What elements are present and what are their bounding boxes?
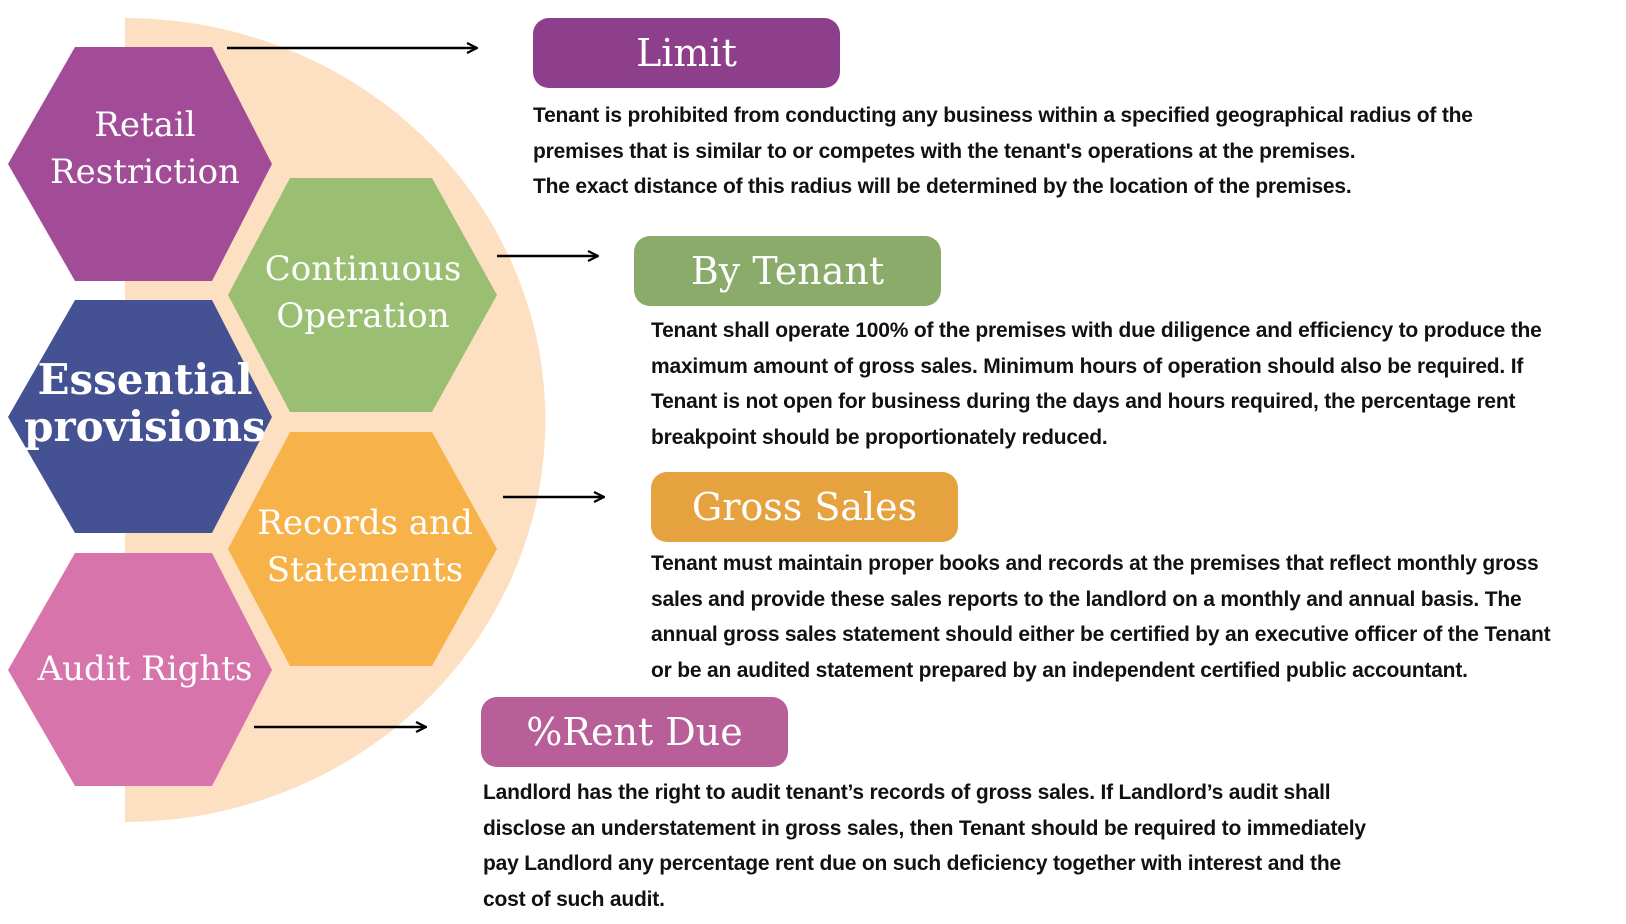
text-line: Landlord has the right to audit tenant’s…: [483, 781, 1331, 804]
hex-audit-rights: Audit Rights: [8, 553, 272, 786]
section-title-rent-due: %Rent Due: [481, 697, 788, 767]
text-line: annual gross sales statement should eith…: [651, 623, 1551, 646]
text-line: Tenant is not open for business during t…: [651, 390, 1516, 413]
section-title-by-tenant: By Tenant: [634, 236, 941, 306]
center-title-line2: provisions: [24, 402, 266, 451]
hex-label: Statements: [267, 550, 463, 590]
text-line: The exact distance of this radius will b…: [533, 175, 1352, 198]
text-line: Tenant is prohibited from conducting any…: [533, 104, 1473, 127]
hex-shape: [8, 553, 272, 786]
text-line: breakpoint should be proportionately red…: [651, 425, 1108, 449]
section-text-by-tenant: Tenant shall operate 100% of the premise…: [651, 313, 1542, 455]
hex-label: Restriction: [50, 152, 240, 192]
section-title-gross-sales: Gross Sales: [651, 472, 958, 542]
text-line: maximum amount of gross sales. Minimum h…: [651, 354, 1524, 378]
section-text-limit: Tenant is prohibited from conducting any…: [533, 98, 1473, 205]
hex-shape: [8, 300, 272, 533]
section-title-limit: Limit: [533, 18, 840, 88]
text-line: premises that is similar to or competes …: [533, 139, 1356, 163]
hex-essential-provisions: Essential provisions: [8, 300, 272, 533]
text-line: cost of such audit.: [483, 887, 665, 911]
center-title-line1: Essential: [37, 355, 252, 404]
text-line: pay Landlord any percentage rent due on …: [483, 852, 1341, 875]
hex-label: Continuous: [265, 249, 462, 289]
hex-label: Retail: [94, 105, 195, 145]
hex-shape: [228, 178, 497, 412]
hex-continuous-operation: Continuous Operation: [228, 178, 497, 412]
text-line: disclose an understatement in gross sale…: [483, 816, 1366, 840]
hex-records-and-statements: Records and Statements: [228, 432, 497, 666]
hex-label: Records and: [257, 503, 472, 543]
section-text-rent-due: Landlord has the right to audit tenant’s…: [483, 775, 1366, 917]
text-line: or be an audited statement prepared by a…: [651, 658, 1468, 682]
hex-label: Audit Rights: [37, 649, 253, 689]
hex-retail-restriction: Retail Restriction: [8, 47, 272, 281]
text-line: sales and provide these sales reports to…: [651, 587, 1522, 611]
hex-shape: [8, 47, 272, 281]
text-line: Tenant must maintain proper books and re…: [651, 552, 1539, 575]
section-text-gross-sales: Tenant must maintain proper books and re…: [651, 546, 1551, 688]
text-line: Tenant shall operate 100% of the premise…: [651, 319, 1542, 342]
hex-shape: [228, 432, 497, 666]
hex-label: Operation: [276, 296, 449, 336]
